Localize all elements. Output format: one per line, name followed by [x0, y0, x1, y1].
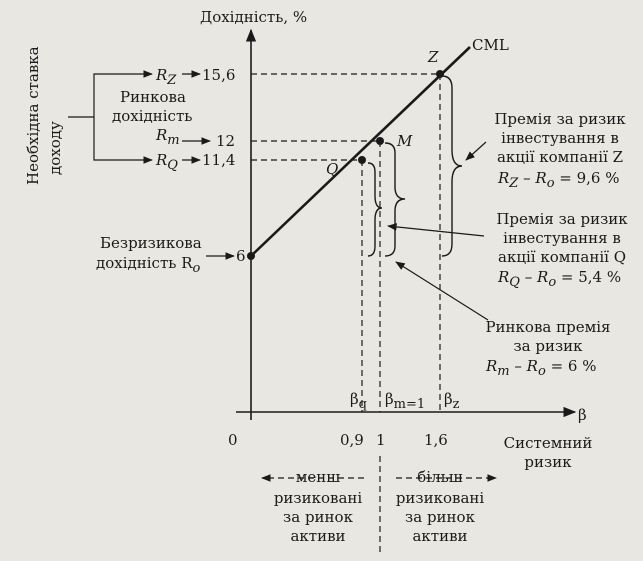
beta-z-label: βz	[444, 390, 460, 412]
beta-q-label: βq	[350, 390, 367, 412]
arrow-m	[395, 261, 489, 321]
cml-line	[250, 46, 471, 257]
guide-lines	[251, 73, 441, 412]
premium-m-formula: Rm – Ro = 6 %	[485, 357, 596, 379]
cml-label: CML	[472, 36, 509, 54]
x-tick-09: 0,9	[340, 431, 364, 449]
brace-z	[441, 75, 463, 257]
premium-q-formula: RQ – Ro = 5,4 %	[497, 268, 621, 290]
brace-m	[384, 142, 406, 257]
rm-label: Rm	[155, 126, 180, 148]
beta-m-label: βm=1	[385, 390, 425, 412]
x-tick-1: 1	[376, 431, 386, 449]
point-q-label: Q	[326, 160, 338, 178]
rz-value: 15,6	[202, 66, 235, 84]
point-m	[376, 137, 384, 145]
x-tick-16: 1,6	[424, 431, 448, 449]
rq-label: RQ	[155, 151, 178, 173]
point-q	[358, 156, 366, 164]
rz-label: RZ	[155, 66, 177, 88]
brace-q	[367, 162, 383, 257]
point-z	[436, 70, 444, 78]
left-bracket	[93, 73, 112, 161]
arrow-q	[387, 223, 485, 237]
point-rf	[247, 252, 255, 260]
y-marks: RZ 15,6 Rm 12 RQ 11,4 6	[155, 66, 246, 265]
rm-value: 12	[216, 132, 235, 150]
arrow-z	[465, 141, 487, 161]
x-axis-symbol: β	[578, 406, 587, 424]
x-tick-0: 0	[228, 431, 238, 449]
rq-value: 11,4	[202, 151, 235, 169]
rf-value: 6	[236, 247, 246, 265]
premium-z-formula: RZ – Ro = 9,6 %	[497, 169, 620, 191]
point-m-label: M	[396, 132, 413, 150]
y-axis-title: Дохідність, %	[200, 8, 307, 26]
point-z-label: Z	[427, 48, 439, 66]
